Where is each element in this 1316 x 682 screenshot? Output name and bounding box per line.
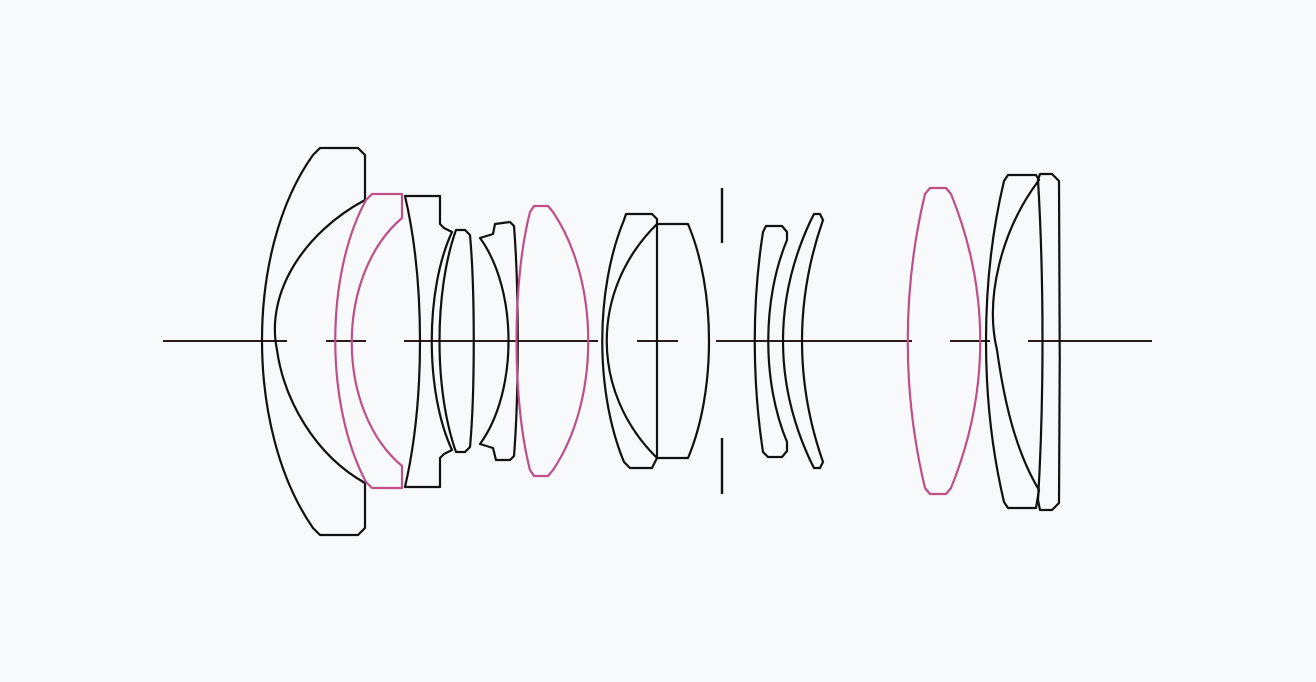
lens-element-5 <box>478 220 519 462</box>
lens-element-12 <box>984 173 1041 510</box>
lens-element-10 <box>781 212 825 470</box>
lens-element-8 <box>605 222 711 460</box>
lens-element-6 <box>515 204 590 478</box>
lens-element-13 <box>1036 172 1061 512</box>
lens-elements <box>261 146 1061 537</box>
lens-element-4 <box>438 228 475 454</box>
lens-element-2 <box>334 192 404 490</box>
lens-element-11 <box>906 186 982 496</box>
lens-element-3 <box>403 194 454 489</box>
lens-element-7 <box>601 212 659 470</box>
lens-element-1 <box>261 146 367 537</box>
lens-element-9 <box>753 224 789 459</box>
